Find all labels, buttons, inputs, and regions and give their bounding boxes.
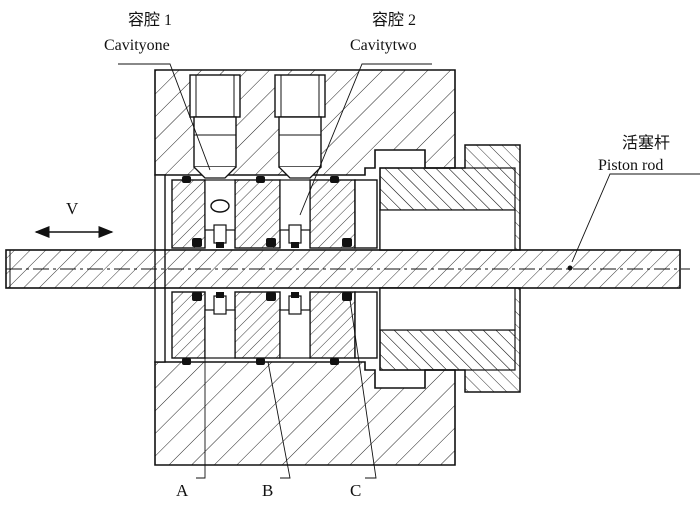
cavity1-label-cn: 容腔 1: [128, 11, 172, 29]
piston-rod: [5, 249, 690, 289]
cavity2-label-en: Cavitytwo: [350, 37, 417, 54]
piston-rod-marker: [567, 265, 573, 271]
point-a-label: A: [176, 481, 189, 500]
piston-rod-label-cn: 活塞杆: [622, 134, 670, 152]
piston-rod-label-en: Piston rod: [598, 157, 663, 174]
seal-carriers-upper: [171, 179, 378, 249]
gland-cap: [379, 144, 521, 393]
o-rings: [182, 176, 352, 365]
cavity2-label-cn: 容腔 2: [372, 11, 416, 29]
leader-lines: [118, 63, 700, 479]
point-c-label: C: [350, 481, 361, 500]
seal-carriers-lower: [171, 291, 378, 359]
housing-lower: [154, 361, 456, 466]
point-b-label: B: [262, 481, 273, 500]
cavity1-port: [189, 74, 241, 179]
cavity2-port: [274, 74, 326, 179]
velocity-label: V: [66, 199, 79, 218]
cavity1-label-en: Cavityone: [104, 37, 170, 54]
